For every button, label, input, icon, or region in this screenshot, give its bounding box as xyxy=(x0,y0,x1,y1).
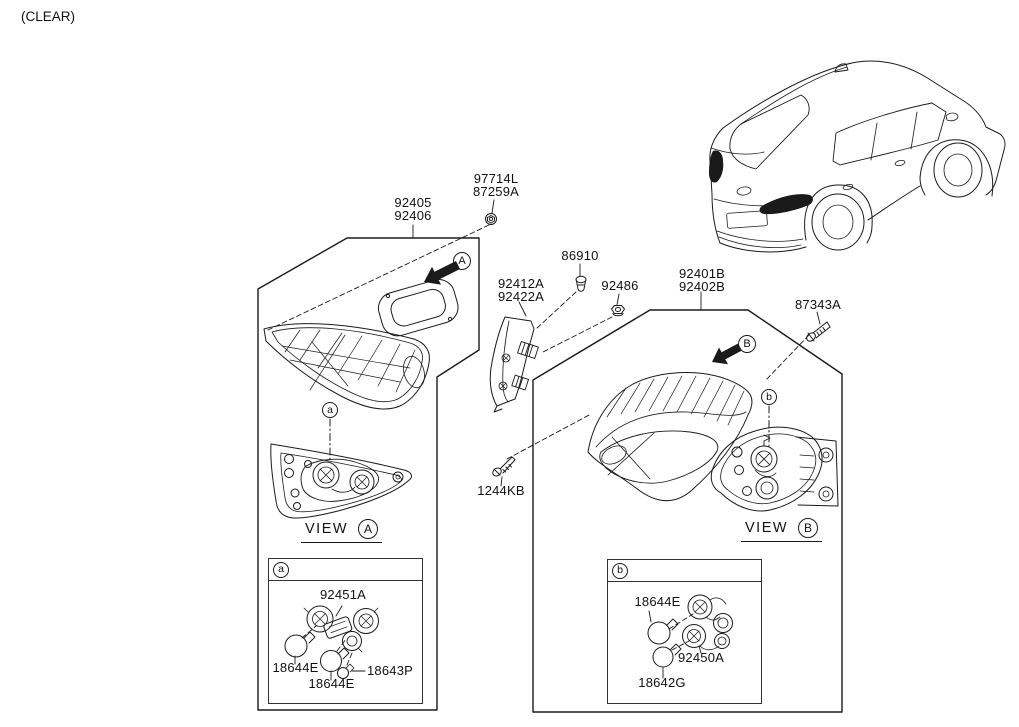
grommet-97714l-icon xyxy=(485,213,497,225)
part-label-92401b-92402b: 92401B 92402B xyxy=(678,266,726,294)
detail-box-a-letter: a xyxy=(273,561,289,578)
screw-86910-icon xyxy=(575,275,587,292)
part-label-92405-92406: 92405 92406 xyxy=(394,195,432,223)
part-label-92486: 92486 xyxy=(601,278,639,293)
view-a-circle-letter: A xyxy=(358,519,379,539)
label-pointer-lines xyxy=(294,199,821,681)
car-tail-lamp-right xyxy=(759,194,813,215)
arrow-a-icon xyxy=(424,261,460,285)
outer-lamp-drawing xyxy=(587,372,753,502)
bracket-drawing xyxy=(489,316,539,413)
bulb-18644e-left-drawing xyxy=(284,631,316,658)
bolt-87343a-icon xyxy=(806,321,831,342)
screw-1244kb-icon xyxy=(492,456,516,477)
callout-circle-a-view: A xyxy=(453,252,471,270)
part-label-86910: 86910 xyxy=(561,248,599,263)
detail-box-a-header: a xyxy=(269,559,422,581)
gasket-drawing xyxy=(377,279,459,337)
bulb-18644e-top-drawing xyxy=(647,618,679,645)
view-b-circle-letter: B xyxy=(798,518,819,538)
clear-note: (CLEAR) xyxy=(21,9,76,24)
part-label-18644e-bottom: 18644E xyxy=(308,676,355,691)
part-label-87343a: 87343A xyxy=(794,297,842,312)
part-label-18644e-left: 18644E xyxy=(272,660,319,675)
part-label-1244kb: 1244KB xyxy=(477,483,525,498)
bulb-18642g-drawing xyxy=(652,643,682,668)
car-drawing xyxy=(709,60,1006,253)
part-label-18644e-b: 18644E xyxy=(634,594,681,609)
part-label-18642g: 18642G xyxy=(638,675,686,690)
view-b-holder-drawing xyxy=(710,426,839,512)
bulb-18643p-drawing xyxy=(337,663,355,679)
right-section-outline xyxy=(532,309,843,713)
view-a-lamp-back-drawing xyxy=(270,443,412,519)
part-label-97714l-87259a: 97714L 87259A xyxy=(472,171,520,199)
inner-lamp-drawing xyxy=(263,323,430,410)
car-tail-lamp-left xyxy=(709,150,724,183)
part-label-92412a-92422a: 92412A 92422A xyxy=(497,276,545,304)
view-a-label: VIEW A xyxy=(301,519,383,543)
assembly-dashed-lines xyxy=(267,224,810,666)
bulb-18644e-bottom-drawing xyxy=(320,647,350,672)
view-b-label: VIEW B xyxy=(741,518,823,542)
part-label-92450a: 92450A xyxy=(677,650,725,665)
arrow-b-icon xyxy=(712,343,742,365)
holder-92451a-drawing xyxy=(303,605,379,653)
detail-box-b: b xyxy=(607,559,762,704)
detail-box-b-letter: b xyxy=(612,562,628,579)
callout-circle-a-detail: a xyxy=(322,402,338,418)
left-section-outline xyxy=(257,237,480,711)
callout-dash-dot-lines xyxy=(329,405,770,462)
detail-box-a: a xyxy=(268,558,423,704)
detail-box-b-header: b xyxy=(608,560,761,582)
callout-circle-b-detail: b xyxy=(761,389,777,405)
callout-circle-b-view: B xyxy=(738,335,756,353)
holder-92450a-drawing xyxy=(682,594,733,651)
part-label-18643p: 18643P xyxy=(367,663,414,678)
nut-92486-icon xyxy=(611,305,625,317)
part-label-92451a: 92451A xyxy=(319,587,367,602)
